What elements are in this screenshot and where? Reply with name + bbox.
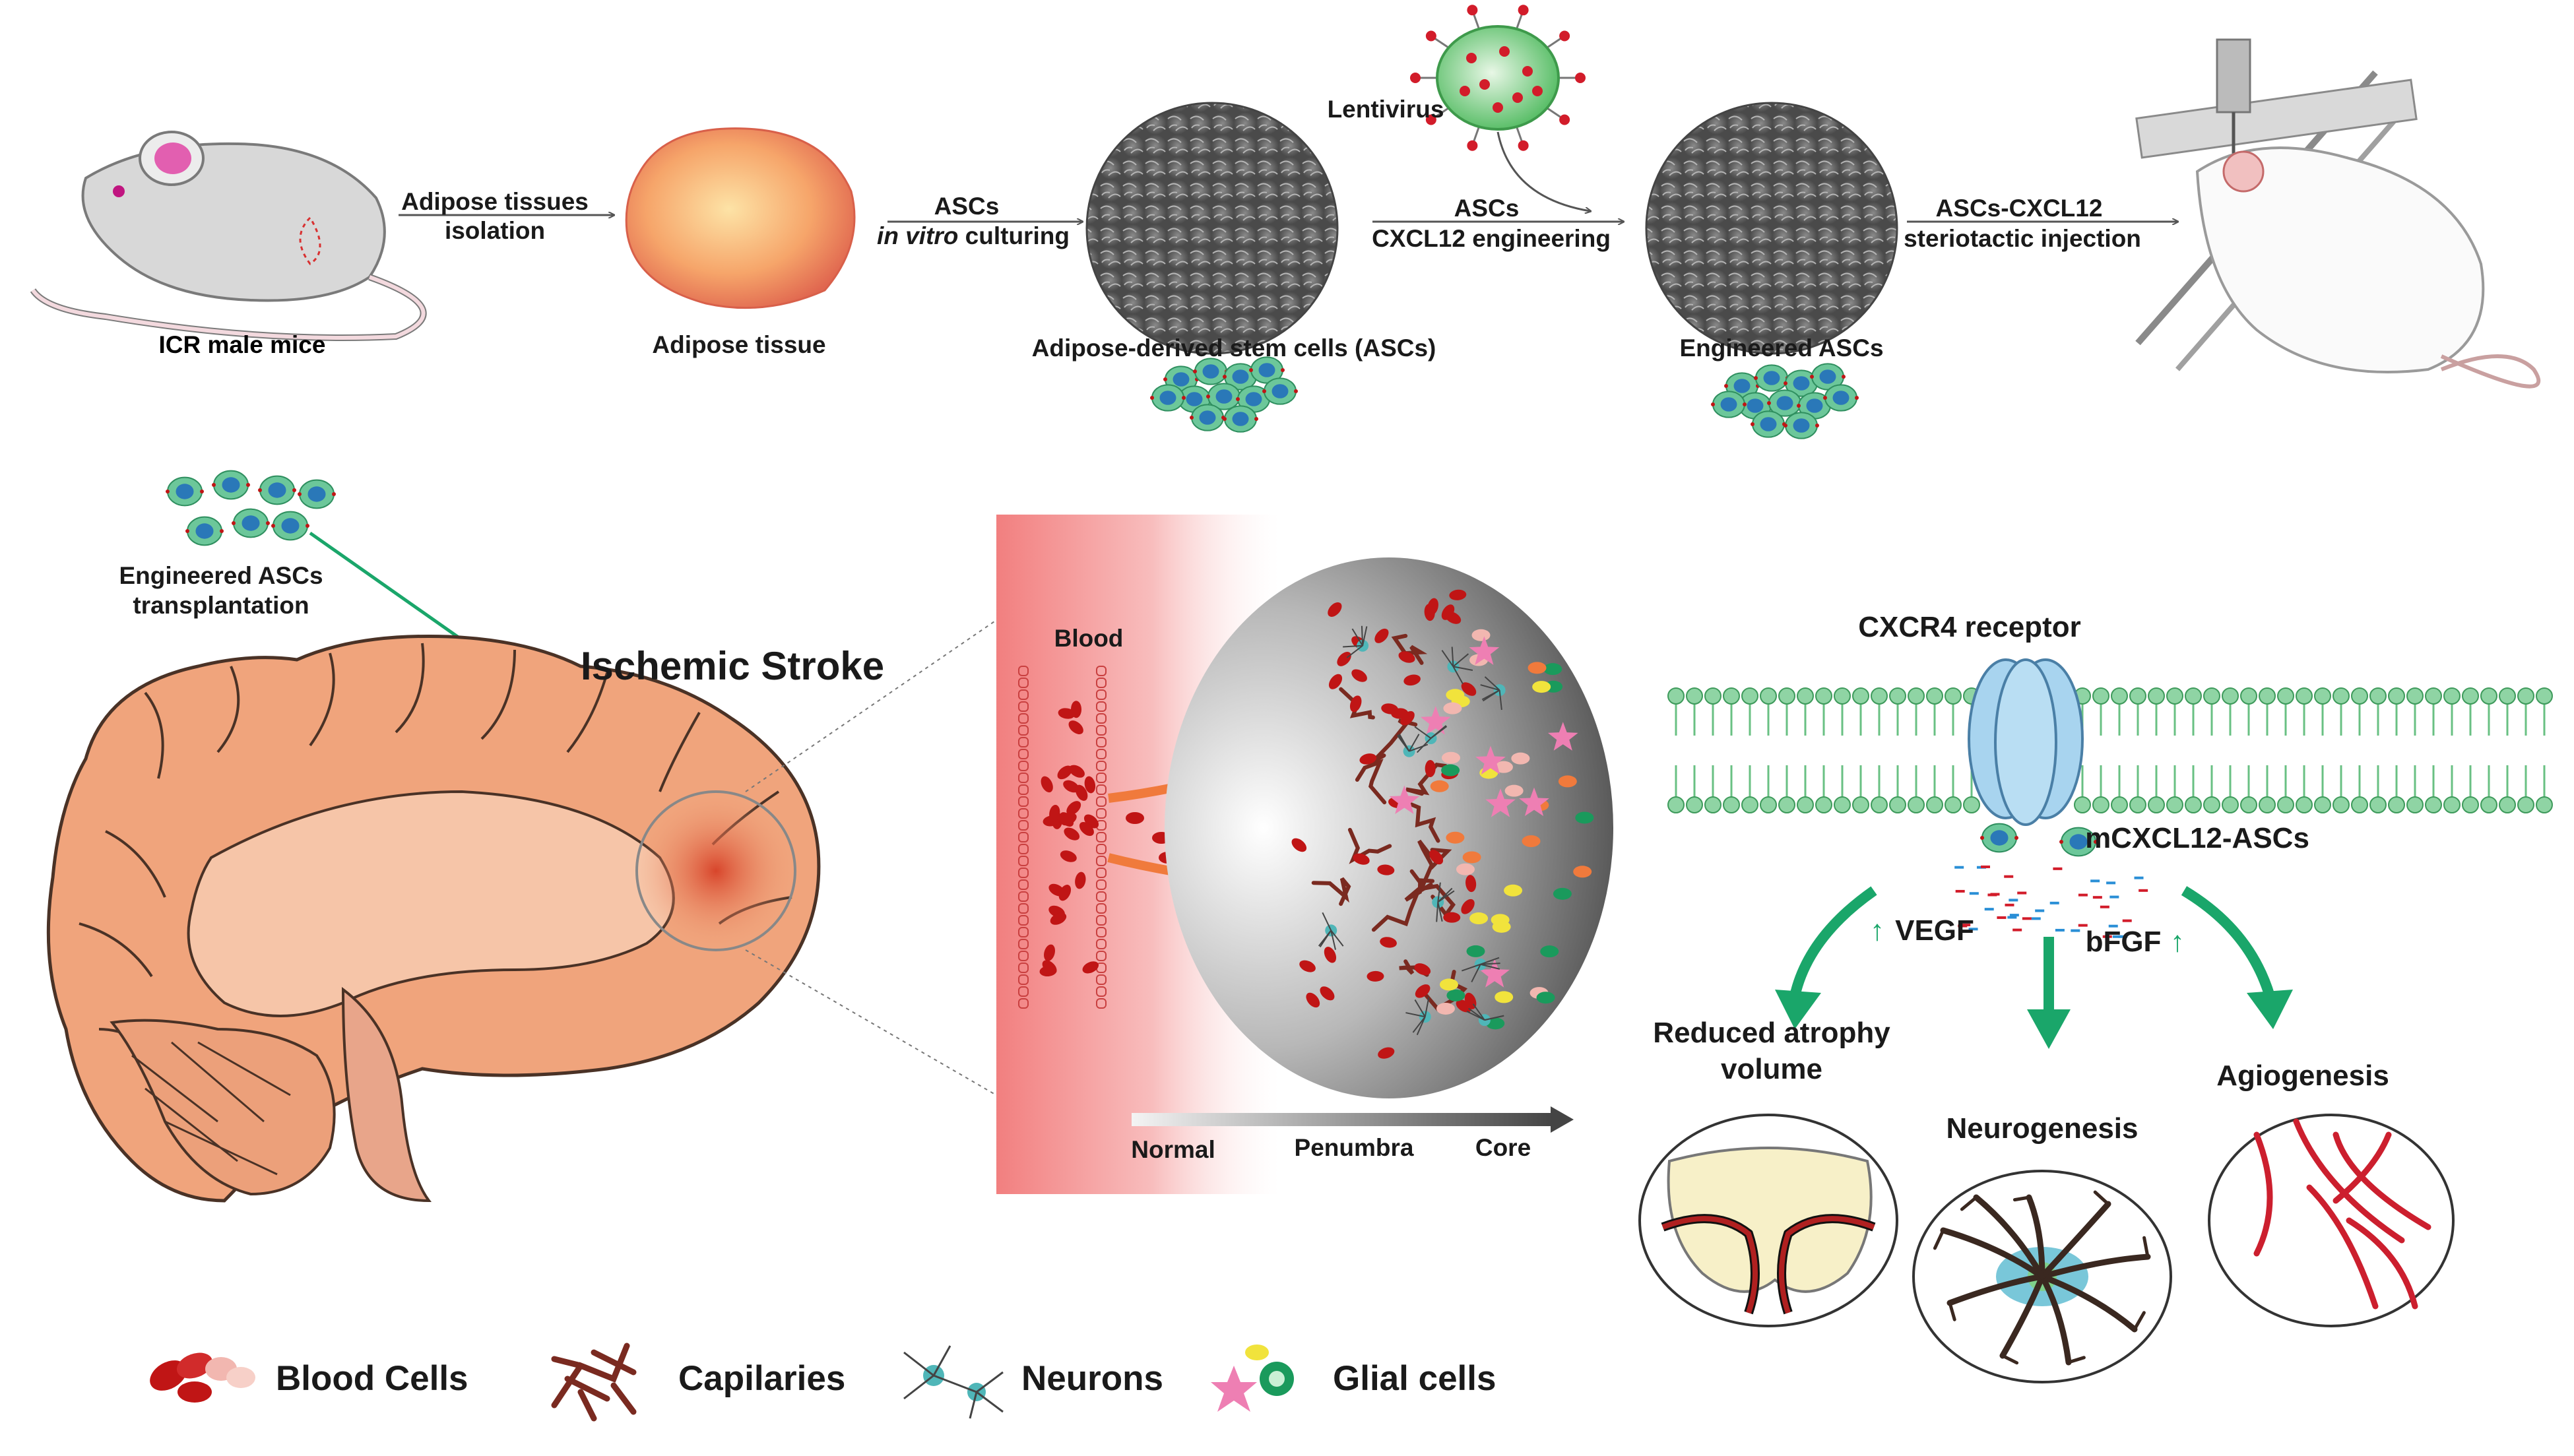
outcome-neurogenesis: Neurogenesis xyxy=(1947,1112,2139,1145)
legend-blood-cells-label: Blood Cells xyxy=(276,1359,468,1398)
engineered-asc-dish xyxy=(1645,102,1898,355)
transplant-label-line2: transplantation xyxy=(133,592,309,619)
stereotactic-injection-illustration xyxy=(2135,38,2541,389)
angiogenesis-circle xyxy=(2208,1114,2455,1327)
gradient-arrowhead xyxy=(1551,1106,1574,1133)
gradient-normal-label: Normal xyxy=(1131,1136,1215,1163)
legend-neurons-label: Neurons xyxy=(1021,1359,1163,1398)
mouse-label: ICR male mice xyxy=(159,331,326,358)
cxcr4-receptor xyxy=(1968,658,2084,826)
engineered-cell-cluster xyxy=(1711,363,1859,439)
arrow-to-angiogenesis xyxy=(2181,886,2275,998)
legend-glial-label: Glial cells xyxy=(1333,1359,1496,1398)
neurogenesis-circle xyxy=(1912,1170,2172,1383)
legend-capillaries-label: Capilaries xyxy=(678,1359,845,1398)
zoom-line-bottom xyxy=(745,949,997,1096)
arrow-lentivirus xyxy=(1496,131,1590,211)
gradient-core-label: Core xyxy=(1475,1134,1531,1161)
gradient-penumbra-label: Penumbra xyxy=(1295,1134,1414,1161)
zone-contents xyxy=(1291,589,1594,1059)
brain-illustration xyxy=(46,634,821,1203)
vegf-up-arrow: ↑ xyxy=(1870,914,1884,947)
atrophy-circle xyxy=(1638,1114,1898,1327)
transplant-label-line1: Engineered ASCs xyxy=(119,562,323,589)
secreted-factors xyxy=(1954,865,2148,938)
step4-label-line2: steriotactic injection xyxy=(1904,225,2141,252)
blood-label: Blood xyxy=(1054,625,1124,652)
legend-glial-icon xyxy=(1211,1345,1294,1412)
outcome-angiogenesis: Agiogenesis xyxy=(2216,1060,2389,1092)
step1-label-line1: Adipose tissues xyxy=(401,188,589,215)
bfgf-label: bFGF xyxy=(2086,926,2162,958)
step3-label-line1: ASCs xyxy=(1454,195,1520,222)
step2-label-line1: ASCs xyxy=(934,193,1000,220)
mcxcl12-label: mCXCL12-ASCs xyxy=(2085,822,2309,854)
outcome-atrophy-line1: Reduced atrophy xyxy=(1653,1017,1890,1049)
outcome-atrophy-line2: volume xyxy=(1721,1053,1822,1085)
step1-label-line2: isolation xyxy=(445,217,545,244)
vegf-label: VEGF xyxy=(1895,914,1974,947)
bfgf-up-arrow: ↑ xyxy=(2170,926,2185,958)
arrow-to-neurogenesis-head xyxy=(2027,1009,2071,1049)
engineered-label: Engineered ASCs xyxy=(1679,334,1883,362)
transplant-cells xyxy=(166,470,336,546)
step3-label-line2: CXCL12 engineering xyxy=(1372,225,1611,252)
lentivirus-icon xyxy=(1410,5,1586,151)
lentivirus-label: Lentivirus xyxy=(1328,96,1444,123)
adipose-tissue-illustration xyxy=(625,127,856,309)
ascs-label: Adipose-derived stem cells (ASCs) xyxy=(1032,334,1436,362)
arrow-to-angiogenesis-head xyxy=(2247,990,2293,1029)
asc-culture-dish xyxy=(1085,102,1339,355)
ischemic-stroke-title: Ischemic Stroke xyxy=(581,644,884,688)
step2-label-line2: in vitro culturing xyxy=(877,222,1070,249)
mouse-illustration xyxy=(30,131,427,341)
arrow-to-atrophy-head xyxy=(1775,990,1821,1029)
mcxcl12-cells xyxy=(1980,823,2098,857)
receptor-label: CXCR4 receptor xyxy=(1858,611,2080,643)
legend-neurons-icon xyxy=(903,1345,1004,1419)
legend-capillaries-icon xyxy=(551,1343,637,1422)
adipose-label: Adipose tissue xyxy=(652,331,825,358)
gradient-bar xyxy=(1132,1113,1554,1126)
arrow-to-atrophy xyxy=(1789,886,1877,997)
cell-membrane xyxy=(1667,687,2553,813)
step4-label-line1: ASCs-CXCL12 xyxy=(1936,195,2103,222)
legend-blood-cells-icon xyxy=(150,1352,255,1403)
asc-cell-cluster xyxy=(1150,356,1298,433)
ischemic-zone-circle xyxy=(1165,557,1613,1098)
